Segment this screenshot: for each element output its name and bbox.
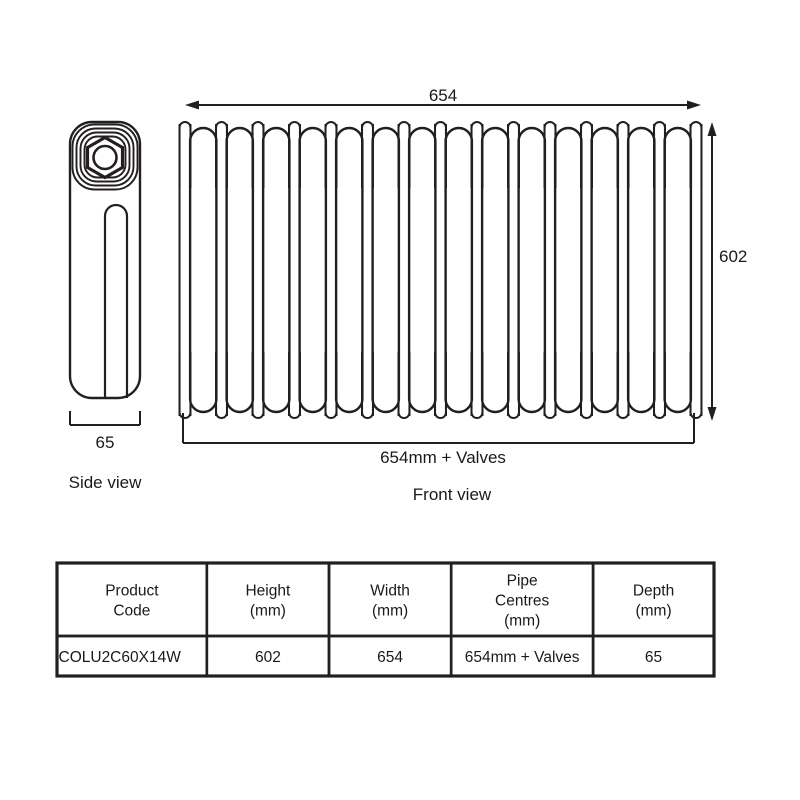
table-header-cell [205, 561, 331, 638]
radiator-column [225, 126, 255, 414]
radiator-column [663, 126, 693, 414]
table-header-label: (mm) [504, 613, 540, 630]
radiator-thin-tube [616, 121, 630, 419]
table-header-cell [591, 561, 716, 638]
radiator-thin-tube [397, 121, 411, 419]
valve-hex-nut [85, 135, 125, 180]
valve-bore-circle [92, 144, 118, 171]
radiator-thin-tube [653, 121, 666, 419]
front-view-width-dimension [185, 100, 701, 110]
height-arrow-top [707, 122, 717, 136]
depth-bracket [69, 411, 141, 426]
table-header-cell [55, 561, 209, 638]
table-header-label: (mm) [635, 603, 671, 620]
table-cell-value: 654mm + Valves [465, 649, 580, 666]
table-cell-value: 654 [377, 649, 403, 666]
radiator-column [334, 126, 364, 414]
table-header-label: Depth [633, 583, 674, 600]
front-view-pipe-centres-dimension [182, 413, 695, 444]
pipe-centres-bracket [182, 413, 695, 444]
radiator-thin-tube [470, 121, 484, 419]
side-view-depth-value: 65 [96, 433, 115, 452]
width-arrow-left [185, 100, 199, 110]
radiator-column [590, 126, 620, 414]
radiator-column [444, 126, 474, 414]
front-view-height-value: 602 [719, 247, 747, 266]
table-header-label: Pipe [507, 573, 538, 590]
valve-ring-1 [71, 123, 139, 191]
radiator-thin-tube [178, 121, 192, 419]
table-header-label: Centres [495, 593, 550, 610]
valve-ring-3 [79, 131, 131, 183]
radiator-column [480, 126, 510, 414]
radiator-column [407, 126, 437, 414]
table-header-label: (mm) [250, 603, 286, 620]
side-view-center-slot [103, 203, 129, 398]
front-view-pipe-centres-value: 654mm + Valves [380, 448, 506, 467]
side-view-depth-dimension [69, 411, 141, 426]
radiator-column [553, 126, 583, 414]
radiator-thin-tube [543, 121, 557, 419]
radiator-thin-tube [434, 121, 447, 419]
table-header-label: Width [370, 583, 410, 600]
radiator-column [626, 126, 656, 414]
table-header-label: Product [105, 583, 159, 600]
table-data-cell [591, 634, 716, 678]
radiator-column [298, 126, 328, 414]
width-arrow-right [687, 100, 701, 110]
side-view-valve-detail [71, 123, 139, 191]
valve-ring-2 [75, 127, 135, 187]
table-header-cell [327, 561, 453, 638]
radiator-column [188, 126, 218, 414]
radiator-thin-tube [215, 121, 228, 419]
side-view-group [68, 120, 142, 426]
radiator-thin-tube [324, 121, 338, 419]
table-header-label: (mm) [372, 603, 408, 620]
front-view-width-value: 654 [429, 86, 457, 105]
height-arrow-bottom [707, 407, 717, 421]
radiator-thin-tube [689, 121, 703, 419]
radiator-thin-tube [361, 121, 374, 419]
table-cell-value: 602 [255, 649, 281, 666]
radiator-thin-tube [288, 121, 301, 419]
front-view-label: Front view [413, 485, 492, 504]
radiator-thin-tube [580, 121, 593, 419]
radiator-column [517, 126, 547, 414]
table-header-label: Height [245, 583, 290, 600]
front-view-group [178, 100, 717, 444]
table-cell-product-code: COLU2C60X14W [59, 649, 182, 666]
table-header-label: Code [113, 603, 150, 620]
side-view-label: Side view [69, 473, 142, 492]
front-view-height-dimension [707, 122, 717, 421]
radiator-columns [178, 121, 703, 419]
radiator-column [371, 126, 401, 414]
table-cell-value: 65 [645, 649, 662, 666]
radiator-thin-tube [507, 121, 520, 419]
radiator-thin-tube [251, 121, 265, 419]
radiator-column [261, 126, 291, 414]
